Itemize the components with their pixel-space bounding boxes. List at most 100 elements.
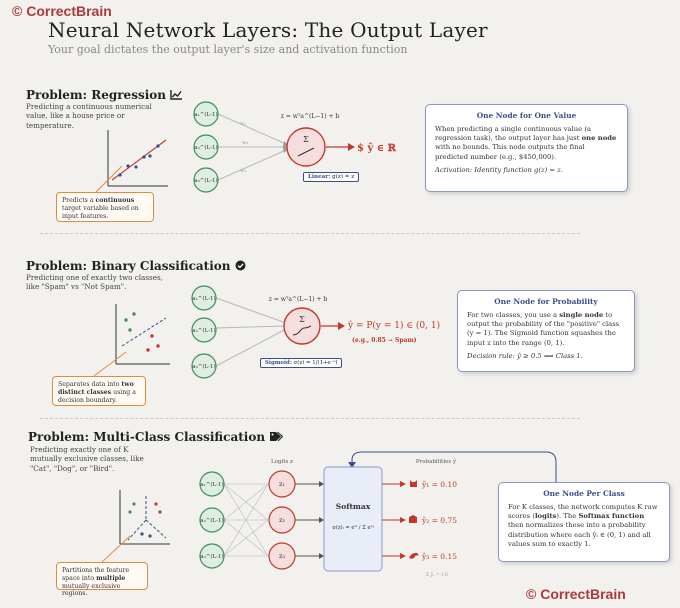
regression-activation-label: Linear: [308,174,331,180]
input-node-3: a₃^(L-1) [193,167,219,193]
line-chart-icon [170,90,183,100]
svg-text:a₂^(L-1): a₂^(L-1) [200,517,223,524]
logit-node-2: z₂ [268,506,296,534]
page-title: Neural Network Layers: The Output Layer [48,18,488,42]
binary-info-footer: Decision rule: ŷ ≥ 0.5 ⟹ Class 1. [467,351,583,360]
regression-callout-post: target variable based on input features. [62,204,139,220]
svg-text:a₁^(L-1): a₁^(L-1) [194,111,217,118]
multiclass-info-text-mid: ). The [556,512,579,521]
regression-title-text: Problem: Regression [26,88,166,102]
section-divider-2 [40,418,580,419]
regression-callout-bold: continuous [95,197,135,204]
regression-info-text-pre: When predicting a single continuous valu… [435,124,592,143]
dog-icon [409,515,417,523]
multiclass-network: a₁^(L-1) a₂^(L-1) a₃^(L-1) Logits z z₁ z… [199,458,457,578]
svg-text:Σ: Σ [303,135,309,144]
input-node-1: a₁^(L-1) [199,471,225,497]
output-prob-2: ŷ₂ = 0.75 [421,516,457,525]
binary-callout-bold: two distinct classes [58,381,134,396]
multiclass-callout-post: mutually exclusive regions. [62,582,121,598]
regression-info-text-bold: one node [581,134,617,143]
regression-info-text: When predicting a single continuous valu… [435,125,618,162]
binary-info-text-post: to output the probability of the "positi… [467,310,620,347]
binary-info-box: One Node for Probability For two classes… [457,290,635,372]
input-node-3: a₃^(L-1) [199,543,225,569]
softmax-title: Softmax [336,502,371,511]
binary-title: Problem: Binary Classification [26,259,246,273]
regression-callout-pre: Predicts a [62,197,96,204]
weight-label-1: w₁ [240,121,246,127]
binary-info-title: One Node for Probability [494,297,598,306]
multiclass-info-text-bold2: Softmax function [578,512,645,521]
softmax-formula: σ(z)ᵢ = eᶻⁱ / Σ eᶻʲ [332,524,374,531]
multiclass-scatter-plot [119,490,170,545]
multiclass-callout-bold: multiple [96,574,126,582]
binary-activation-formula: σ(z) = 1/(1+e⁻ᶻ) [293,360,338,366]
binary-network: a₁^(L-1) a₂^(L-1) a₃^(L-1) z = wᵀa^(L−1)… [191,285,440,379]
check-circle-icon [235,260,246,271]
binary-callout-post: using a decision boundary. [58,388,136,404]
regression-info-text-post: with no bounds. This node outputs the fi… [435,143,585,161]
cat-icon [410,480,417,487]
page-subtitle: Your goal dictates the output layer's si… [48,43,408,56]
input-node-1: a₁^(L-1) [193,101,219,127]
regression-info-footer: Activation: Identity function g(z) = z. [435,165,564,174]
regression-output-label: $ ŷ ∈ ℝ [357,143,397,154]
sum-note: Σ ŷᵢ = 1.0 [426,571,448,578]
regression-output-node: Σ [286,127,326,167]
multiclass-description: Predicting exactly one of K mutually exc… [30,445,144,473]
svg-text:a₁^(L-1): a₁^(L-1) [192,295,215,302]
section-divider-1 [40,233,580,234]
svg-text:a₂^(L-1): a₂^(L-1) [194,144,217,151]
regression-description: Predicting a continuous numerical value,… [26,102,152,130]
binary-output-node: Σ [283,307,321,345]
binary-activation-badge: Sigmoid: σ(z) = 1/(1+e⁻ᶻ) [260,358,343,368]
tags-icon [270,431,284,442]
logits-label: Logits z [271,459,293,465]
probabilities-label: Probabilities ŷ [416,458,457,465]
svg-text:a₁^(L-1): a₁^(L-1) [200,481,223,488]
multiclass-callout: Partitions the feature space into multip… [56,562,148,597]
binary-output-label: ŷ = P(y = 1) ∈ (0, 1) [347,320,440,331]
binary-description: Predicting one of exactly two classes, l… [26,273,163,292]
svg-text:a₃^(L-1): a₃^(L-1) [192,363,215,370]
svg-text:Σ: Σ [299,315,305,324]
input-node-3: a₃^(L-1) [191,353,217,379]
logit-node-3: z₃ [268,542,296,570]
regression-title: Problem: Regression [26,88,183,102]
svg-text:a₃^(L-1): a₃^(L-1) [200,553,223,560]
binary-info-text-bold: single node [559,310,604,319]
bird-icon [409,552,419,559]
binary-callout-pre: Separates data into [58,381,122,388]
brand-logo-top: © CorrectBrain [12,3,112,19]
regression-equation: z = wᵀa^(L−1) + b [281,113,340,120]
multiclass-info-text-bold: logits [534,512,557,521]
regression-activation-formula: g(z) = z [332,174,355,180]
binary-info-text: For two classes, you use a single node t… [467,311,625,348]
multiclass-info-text: For K classes, the network computes K ra… [508,503,660,549]
input-node-2: a₂^(L-1) [193,134,219,160]
binary-equation: z = wᵀa^(L−1) + b [269,296,328,303]
regression-callout: Predicts a continuous target variable ba… [56,192,154,222]
regression-activation-badge: Linear: g(z) = z [303,172,360,182]
multiclass-info-text-post: then normalizes these into a probability… [508,521,651,548]
multiclass-info-box: One Node Per Class For K classes, the ne… [498,482,670,562]
binary-title-text: Problem: Binary Classification [26,259,231,273]
brand-logo-bottom: © CorrectBrain [526,586,626,602]
multiclass-info-title: One Node Per Class [543,489,625,498]
softmax-box: Softmax σ(z)ᵢ = eᶻⁱ / Σ eᶻʲ [323,466,383,572]
svg-text:a₂^(L-1): a₂^(L-1) [192,327,215,334]
regression-info-title: One Node for One Value [476,111,577,120]
output-prob-1: ŷ₁ = 0.10 [421,480,457,489]
input-node-1: a₁^(L-1) [191,285,217,311]
regression-network: w₁ w₂ w₃ a₁^(L-1) a₂^(L-1) a₃^(L-1) z = … [193,101,397,193]
binary-callout: Separates data into two distinct classes… [52,376,146,406]
weight-label-2: w₂ [242,140,248,146]
regression-info-box: One Node for One Value When predicting a… [425,104,628,192]
svg-text:a₃^(L-1): a₃^(L-1) [194,177,217,184]
logit-node-1: z₁ [268,470,296,498]
multiclass-title: Problem: Multi-Class Classification [28,430,284,444]
